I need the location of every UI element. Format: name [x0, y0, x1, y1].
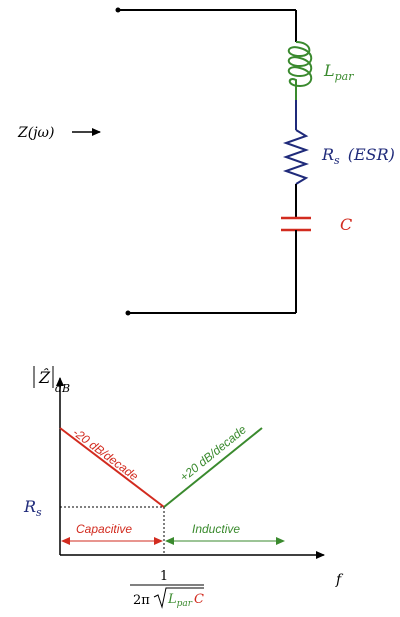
resistor-label: Rs(ESR)	[321, 145, 395, 167]
formula-c: C	[194, 592, 204, 607]
y-axis-label-symbol: Ẑ	[38, 367, 51, 387]
capacitive-region-label: Capacitive	[76, 522, 132, 536]
bottom-terminal-dot	[125, 310, 131, 316]
capacitive-asymptote	[59, 427, 165, 508]
inductor-coil	[287, 41, 313, 100]
formula-l-par: Lpar	[167, 592, 193, 609]
capacitive-slope-label: -20 dB/decade	[70, 425, 141, 483]
y-axis-label-subscript: dB	[55, 382, 70, 395]
inductor-label: Lpar	[323, 61, 354, 83]
rs-level-label: Rs	[23, 497, 42, 519]
corner-frequency-formula: 1 2π Lpar C	[130, 569, 204, 609]
inductive-region-label: Inductive	[192, 522, 240, 536]
circuit: Z(jω) Lpar Rs(ESR) C	[17, 7, 395, 316]
impedance-plot: Ẑ dB f Rs -20 dB/decade +20 dB/decade Ca…	[23, 366, 344, 609]
y-axis-label: Ẑ dB	[33, 366, 70, 395]
formula-two-pi: 2π	[133, 593, 150, 608]
formula-numerator: 1	[160, 569, 168, 584]
x-axis-label: f	[335, 572, 344, 588]
inductive-slope-label: +20 dB/decade	[177, 422, 249, 484]
impedance-input-label: Z(jω)	[17, 125, 54, 141]
formula-sqrt-sign	[153, 587, 204, 609]
capacitor-label: C	[340, 215, 352, 234]
inductive-asymptote	[163, 427, 263, 508]
resistor-zigzag	[282, 129, 310, 185]
